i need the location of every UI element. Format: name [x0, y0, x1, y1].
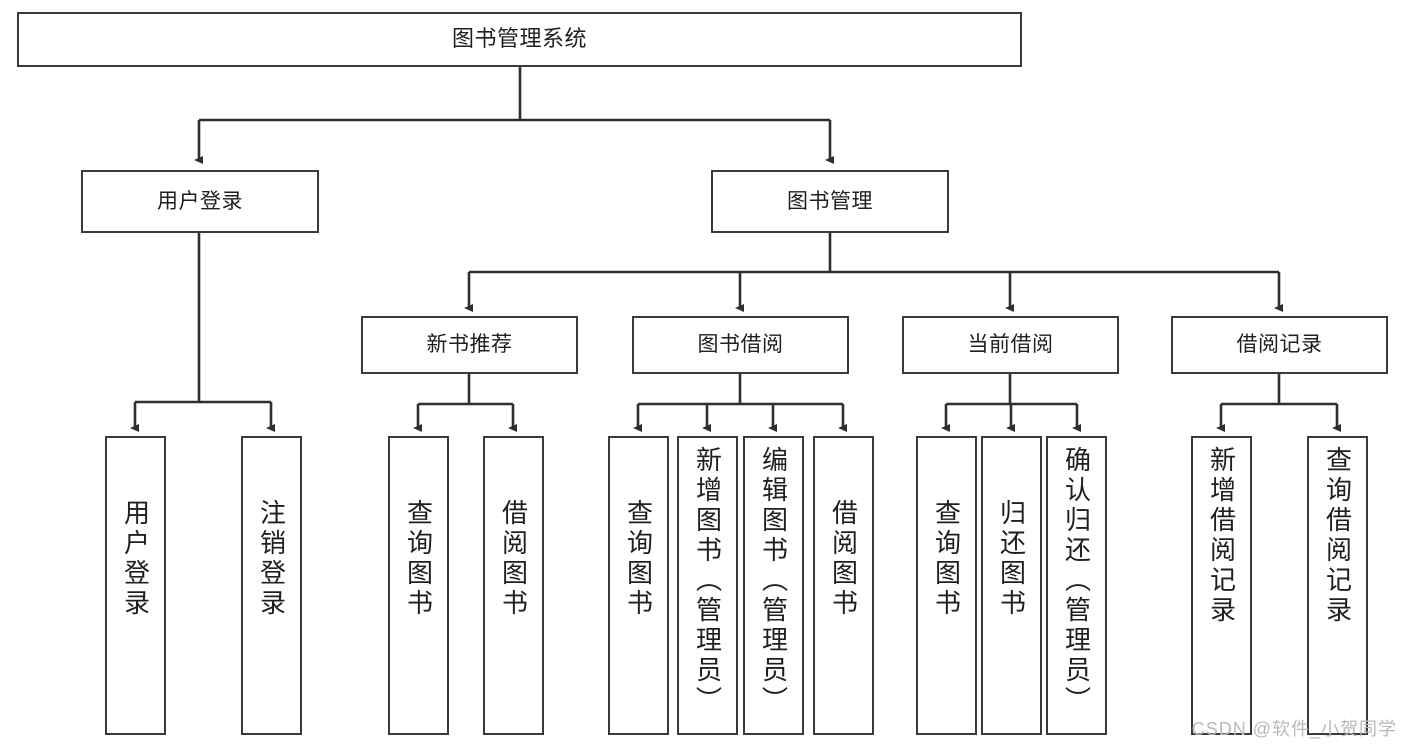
node-root-system[interactable]: 图书管理系统 — [17, 12, 1022, 67]
node-label: 用户登录 — [157, 189, 243, 213]
leaf-borrow-book-2[interactable]: 借阅图书 — [813, 436, 874, 735]
leaf-borrow-book-1[interactable]: 借阅图书 — [483, 436, 544, 735]
node-label: 当前借阅 — [967, 333, 1054, 357]
node-label: 查询借阅记录 — [1322, 446, 1353, 626]
node-label: 查询图书 — [623, 499, 654, 619]
leaf-user-logout[interactable]: 注销登录 — [241, 436, 302, 735]
node-user-login[interactable]: 用户登录 — [81, 170, 319, 233]
leaf-add-book[interactable]: 新增图书（管理员） — [677, 436, 738, 735]
node-label: 图书借阅 — [697, 333, 784, 357]
node-label: 确认归还（管理员） — [1061, 446, 1092, 716]
node-label: 用户登录 — [120, 499, 151, 619]
node-label: 图书管理系统 — [451, 26, 587, 52]
node-book-management[interactable]: 图书管理 — [711, 170, 949, 233]
node-borrow-record[interactable]: 借阅记录 — [1171, 316, 1388, 374]
leaf-confirm-return[interactable]: 确认归还（管理员） — [1046, 436, 1107, 735]
node-book-borrow[interactable]: 图书借阅 — [632, 316, 849, 374]
node-label: 新增借阅记录 — [1206, 446, 1237, 626]
leaf-query-record[interactable]: 查询借阅记录 — [1307, 436, 1368, 735]
node-label: 归还图书 — [996, 499, 1027, 619]
node-new-book-recommend[interactable]: 新书推荐 — [361, 316, 578, 374]
node-label: 查询图书 — [403, 499, 434, 619]
node-label: 借阅记录 — [1236, 333, 1323, 357]
csdn-watermark: CSDN @软件_小贺同学 — [1191, 719, 1397, 739]
node-label: 借阅图书 — [498, 499, 529, 619]
node-current-borrow[interactable]: 当前借阅 — [902, 316, 1119, 374]
leaf-edit-book[interactable]: 编辑图书（管理员） — [743, 436, 804, 735]
node-label: 新增图书（管理员） — [692, 446, 723, 716]
leaf-user-login[interactable]: 用户登录 — [105, 436, 166, 735]
node-label: 注销登录 — [256, 499, 287, 619]
leaf-query-book-3[interactable]: 查询图书 — [916, 436, 977, 735]
leaf-query-book-2[interactable]: 查询图书 — [608, 436, 669, 735]
node-label: 查询图书 — [931, 499, 962, 619]
leaf-add-record[interactable]: 新增借阅记录 — [1191, 436, 1252, 735]
node-label: 图书管理 — [787, 189, 873, 213]
node-label: 新书推荐 — [426, 333, 513, 357]
node-label: 编辑图书（管理员） — [758, 446, 789, 716]
leaf-return-book[interactable]: 归还图书 — [981, 436, 1042, 735]
node-label: 借阅图书 — [828, 499, 859, 619]
leaf-query-book-1[interactable]: 查询图书 — [388, 436, 449, 735]
